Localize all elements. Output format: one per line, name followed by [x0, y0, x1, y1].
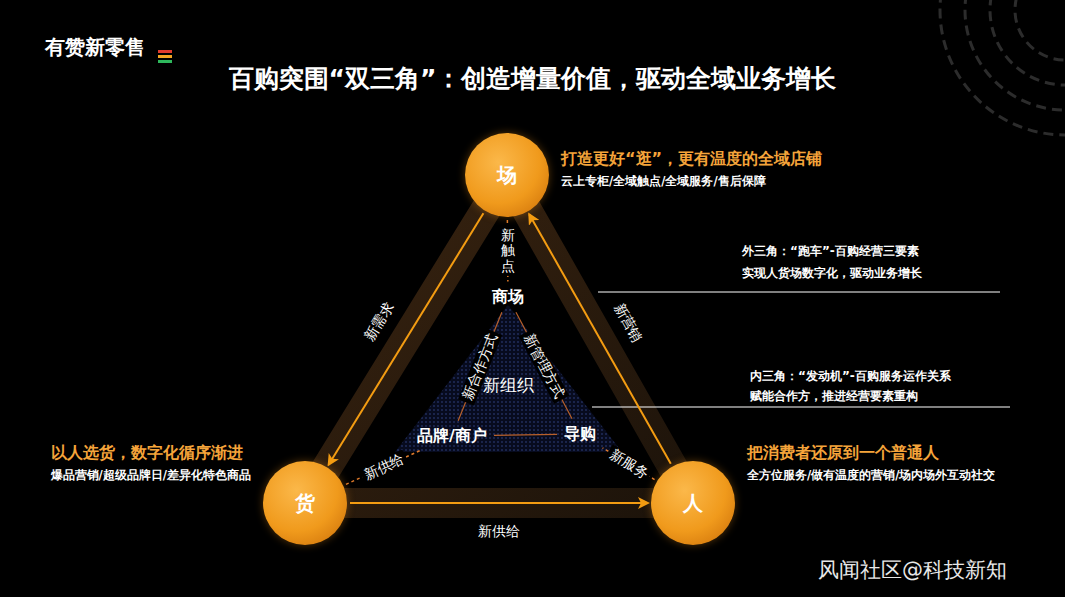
- edge-label: 新营销: [609, 298, 647, 348]
- connector: [346, 450, 422, 485]
- node-caption: 把消费者还原到一个普通人全方位服务/做有温度的营销/场内场外互动社交: [747, 441, 995, 485]
- node-heading: 打造更好“逛”，更有温度的全域店铺: [561, 147, 822, 171]
- text-node: 品牌/商户: [413, 424, 491, 449]
- connector: [494, 434, 557, 436]
- connector: [516, 312, 572, 419]
- circle-label: 货: [295, 490, 315, 517]
- node-heading: 把消费者还原到一个普通人: [747, 441, 995, 465]
- circle-label: 场: [497, 162, 517, 189]
- circle-node: 货以人选货，数字化循序渐进爆品营销/超级品牌日/差异化特色商品: [263, 461, 347, 545]
- edge-label: 新触点: [500, 226, 516, 276]
- edge-label: 新需求: [359, 297, 398, 347]
- watermark: 风闻社区@科技新知: [818, 556, 1007, 584]
- text-node: 商场: [488, 285, 528, 310]
- callout-heading: 内三角：“发动机”-百购服务运作关系: [750, 368, 951, 385]
- node-body: 爆品营销/超级品牌日/差异化特色商品: [51, 465, 251, 485]
- logo: 有赞新零售: [45, 34, 145, 61]
- node-body: 云上专柜/全域触点/全域服务/售后保障: [561, 171, 822, 191]
- logo-bars: [158, 50, 172, 63]
- title: 百购突围“双三角”：创造增量价值，驱动全域业务增长: [0, 62, 1065, 95]
- callout-heading: 外三角：“跑车”-百购经营三要素: [742, 243, 919, 260]
- edge-label: 新供给: [475, 523, 523, 540]
- node-label: 商场: [492, 287, 524, 306]
- node-label: 品牌/商户: [417, 426, 487, 445]
- node-heading: 以人选货，数字化循序渐进: [51, 441, 251, 465]
- callout-body: 赋能合作方，推进经营要素重构: [750, 388, 918, 405]
- circle-label: 人: [683, 490, 703, 517]
- text-node: 导购: [560, 422, 600, 447]
- inner-triangle: [395, 305, 622, 452]
- node-body: 全方位服务/做有温度的营销/场内场外互动社交: [747, 465, 995, 485]
- leader-lines: [592, 292, 1010, 407]
- edge-label: 新服务: [604, 444, 654, 483]
- callout-body: 实现人货场数字化，驱动业务增长: [742, 265, 922, 282]
- circle-node: 人把消费者还原到一个普通人全方位服务/做有温度的营销/场内场外互动社交: [651, 461, 735, 545]
- node-caption: 以人选货，数字化循序渐进爆品营销/超级品牌日/差异化特色商品: [51, 441, 251, 485]
- connector: [350, 502, 648, 504]
- decor-arcs: [940, 0, 1065, 135]
- node-caption: 打造更好“逛”，更有温度的全域店铺云上专柜/全域触点/全域服务/售后保障: [561, 147, 822, 191]
- connector: [458, 312, 502, 420]
- connector: [529, 214, 671, 464]
- edge-label: 新供给: [359, 449, 410, 484]
- outer-band: [305, 175, 693, 503]
- node-label: 导购: [564, 424, 596, 443]
- center-label: 新组织: [483, 374, 534, 397]
- circle-node: 场打造更好“逛”，更有温度的全域店铺云上专柜/全域触点/全域服务/售后保障: [465, 133, 549, 217]
